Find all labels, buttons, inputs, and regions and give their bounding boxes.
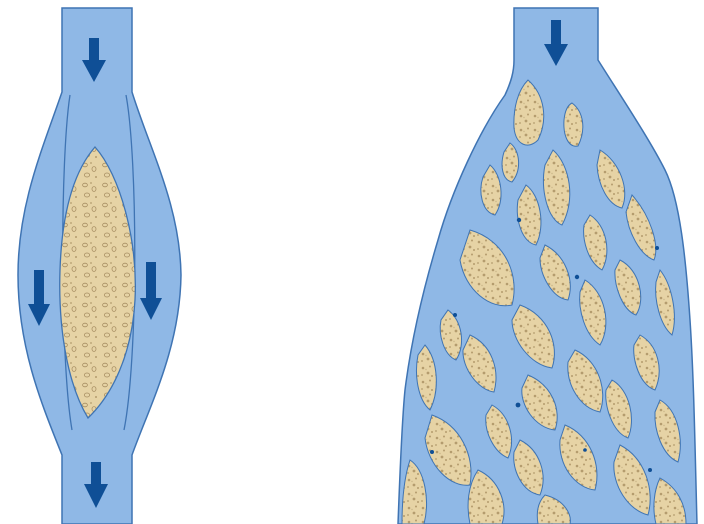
braided-network-panel [398,8,697,524]
single-island-panel [18,8,181,524]
